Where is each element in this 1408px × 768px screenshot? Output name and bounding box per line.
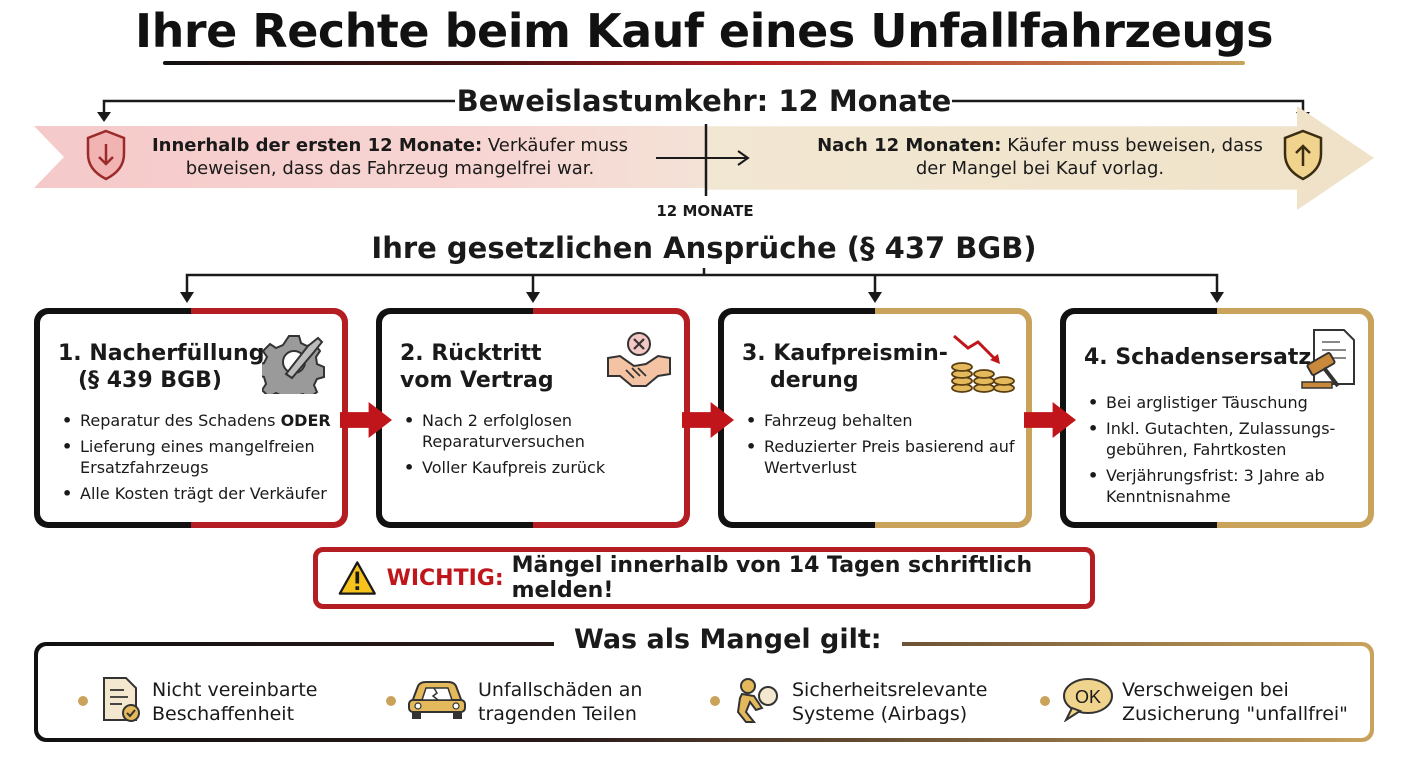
ok-speech-bubble-icon: OK	[1063, 678, 1113, 722]
claim-card-list: Fahrzeug behalten Reduzierter Preis basi…	[742, 410, 1032, 483]
airbag-person-icon	[736, 678, 778, 723]
first-12-months-label: Innerhalb der ersten 12 Monate:	[151, 135, 483, 156]
proof-burden-title: Beweislastumkehr: 12 Monate	[456, 84, 952, 118]
first-12-months-description: Verkäufer muss beweisen, dass das Fahrze…	[185, 135, 629, 179]
claim-card-price-reduction: 3. Kaufpreismin- derung Fahrzeug behalte…	[718, 308, 1032, 528]
shield-down-arrow-icon	[86, 129, 126, 181]
list-item: Voller Kaufpreis zurück	[400, 457, 690, 478]
warning-box: WICHTIG: Mängel innerhalb von 14 Tagen s…	[313, 547, 1095, 609]
after-12-months-text: Nach 12 Monaten: Käufer muss beweisen, d…	[800, 134, 1280, 180]
list-item: Nach 2 erfolglosen Reparaturversuchen	[400, 410, 690, 452]
list-item: Lieferung eines mangelfreien Ersatzfahrz…	[58, 436, 348, 478]
bullet-dot	[1040, 696, 1050, 706]
after-12-months-description: Käufer muss beweisen, dass der Mangel be…	[915, 135, 1263, 179]
list-item: Fahrzeug behalten	[742, 410, 1032, 431]
damaged-car-icon	[408, 681, 466, 719]
list-item: Alle Kosten trägt der Verkäufer	[58, 483, 348, 504]
defect-item: Sicherheitsrelevante Systeme (Airbags)	[792, 679, 988, 725]
claim-card-list: Reparatur des Schadens ODER Lieferung ei…	[58, 410, 348, 509]
defects-box: Nicht vereinbarte Beschaffenheit Unfalls…	[34, 642, 1374, 742]
warning-triangle-icon	[338, 561, 376, 595]
claim-card-damages: 4. Schadensersatz Bei arglistiger Täusch…	[1060, 308, 1374, 528]
claim-card-withdrawal: 2. Rücktritt vom Vertrag Nach 2 erfolglo…	[376, 308, 690, 528]
bullet-dot	[710, 696, 720, 706]
claims-connectors	[180, 268, 1224, 303]
svg-text:OK: OK	[1075, 687, 1101, 707]
shield-up-arrow-icon	[1283, 129, 1323, 181]
list-item: Reduzierter Preis basierend auf Wertverl…	[742, 436, 1032, 478]
warning-text: Mängel innerhalb von 14 Tagen schriftlic…	[511, 553, 1033, 603]
handshake-cancel-icon	[607, 332, 671, 387]
list-item: Inkl. Gutachten, Zulassungs-gebühren, Fa…	[1084, 418, 1374, 460]
claim-card-title: 2. Rücktritt vom Vertrag	[400, 341, 554, 393]
bullet-dot	[78, 696, 88, 706]
gavel-document-icon	[1301, 329, 1355, 389]
list-item: Reparatur des Schadens ODER	[58, 410, 348, 431]
coins-decline-icon	[951, 334, 1015, 393]
gear-wrench-icon	[262, 335, 325, 394]
title-underline	[163, 61, 1245, 65]
claim-card-repair: 1. Nacherfüllung (§ 439 BGB) Reparatur d…	[34, 308, 348, 528]
claims-title: Ihre gesetzlichen Ansprüche (§ 437 BGB)	[371, 231, 1037, 265]
list-item: Verjährungsfrist: 3 Jahre ab Kenntnisnah…	[1084, 465, 1374, 507]
claim-card-title: 1. Nacherfüllung (§ 439 BGB)	[58, 341, 265, 393]
first-12-months-band	[34, 126, 706, 188]
bullet-dot	[386, 696, 396, 706]
page-title: Ihre Rechte beim Kauf eines Unfallfahrze…	[135, 4, 1273, 58]
defect-item: Nicht vereinbarte Beschaffenheit	[152, 679, 318, 725]
claim-card-title: 3. Kaufpreismin- derung	[742, 341, 948, 393]
claim-card-list: Bei arglistiger Täuschung Inkl. Gutachte…	[1084, 392, 1374, 512]
list-item: Bei arglistiger Täuschung	[1084, 392, 1374, 413]
claim-card-title: 4. Schadensersatz	[1084, 345, 1312, 370]
claim-card-list: Nach 2 erfolglosen Reparaturversuchen Vo…	[400, 410, 690, 483]
warning-label: WICHTIG:	[386, 565, 504, 591]
first-12-months-text: Innerhalb der ersten 12 Monate: Verkäufe…	[150, 134, 630, 180]
document-check-icon	[103, 677, 140, 722]
defect-item: Verschweigen bei Zusicherung "unfallfrei…	[1122, 679, 1348, 725]
twelve-month-label: 12 MONATE	[656, 202, 754, 220]
defects-title: Was als Mangel gilt:	[554, 624, 902, 655]
defect-item: Unfallschäden an tragenden Teilen	[478, 679, 643, 725]
twelve-month-marker	[656, 124, 750, 196]
after-12-months-label: Nach 12 Monaten:	[817, 135, 1002, 156]
